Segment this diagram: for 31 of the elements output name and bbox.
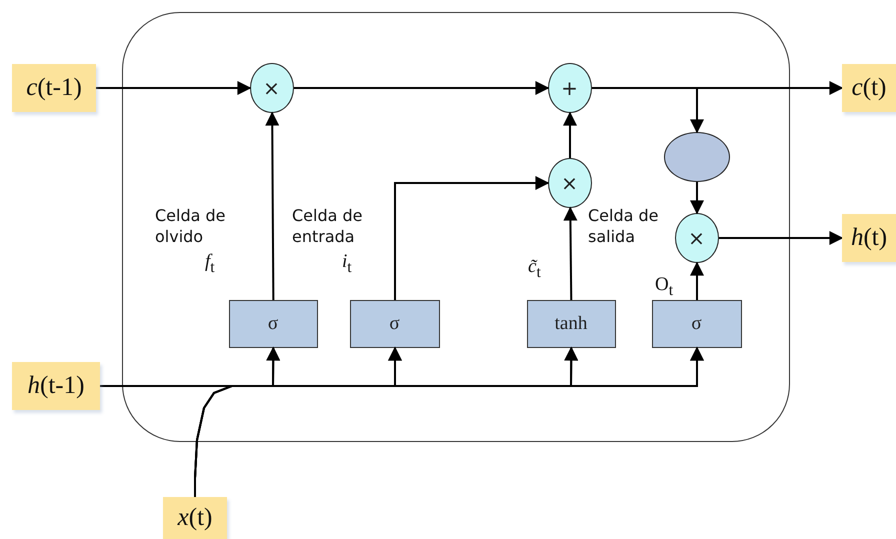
gate-label: Celda de entrada (292, 205, 364, 247)
arrow (592, 87, 704, 134)
arrow (690, 262, 704, 300)
variable-box: c(t) (842, 64, 896, 112)
gate-box: σ (350, 300, 440, 348)
arrow (563, 206, 578, 300)
arrow (563, 112, 577, 158)
math-symbol: c̃$_{t}$ (528, 256, 542, 283)
gate-box: σ (228, 300, 318, 348)
operation-circle: + (548, 62, 592, 112)
arrow (294, 81, 550, 95)
math-symbol: f$_{t}$ (205, 251, 216, 278)
arrow (96, 81, 252, 95)
arrow (394, 176, 550, 300)
operation-circle: × (250, 62, 294, 112)
arrow (265, 112, 280, 300)
math-symbol: O$_{t}$ (655, 274, 674, 301)
math-symbol: i$_{t}$ (342, 251, 353, 278)
variable-box: h(t) (842, 214, 896, 262)
gate-box: σ (652, 300, 742, 348)
arrow (719, 231, 844, 245)
variable-box: x(t) (163, 497, 227, 539)
operation-circle: × (674, 212, 718, 262)
lstm-cell-frame (122, 12, 790, 442)
variable-box: h(t-1) (12, 362, 100, 410)
operation-circle: × (548, 158, 592, 208)
gate-label: Celda de olvido (155, 205, 227, 247)
variable-box: c(t-1) (12, 64, 96, 112)
gate-label: Celda de salida (588, 205, 660, 247)
gate-box: tanh (526, 300, 616, 348)
arrow (690, 182, 704, 214)
